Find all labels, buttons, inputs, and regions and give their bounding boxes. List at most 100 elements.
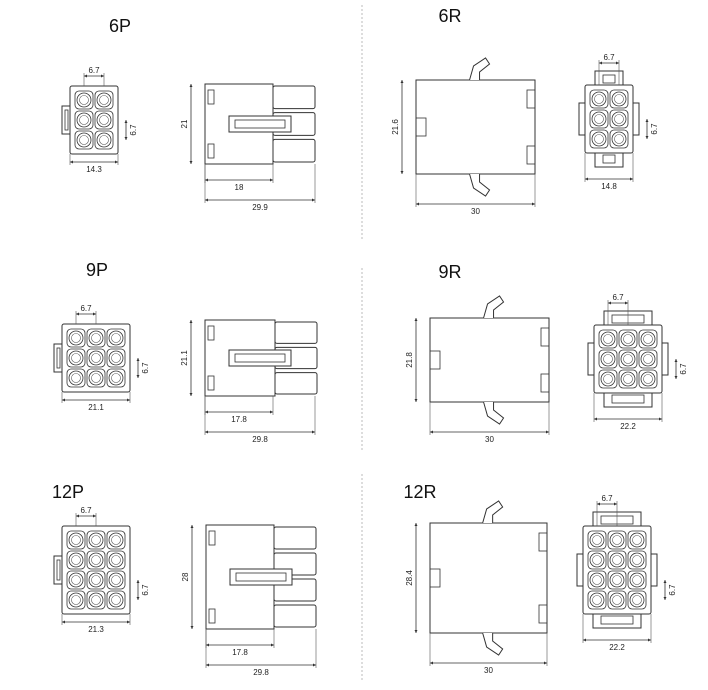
dimension-arrow [645, 136, 649, 139]
side-notch [207, 325, 215, 341]
cavity-frame [66, 550, 86, 570]
cavity-frame [638, 369, 658, 389]
dimension-arrow [312, 198, 315, 202]
cavity-frame [86, 348, 106, 368]
side-rib [661, 342, 669, 376]
cavity-circle [96, 112, 112, 128]
latch-window [602, 74, 616, 84]
cavity-circle [76, 112, 92, 128]
dimension-label: 29.8 [252, 435, 268, 444]
dimension-arrow [76, 514, 79, 518]
cavity-frame [106, 530, 126, 550]
cavity-frame [86, 590, 106, 610]
dimension-arrow [270, 410, 273, 414]
side-notch [207, 375, 215, 391]
cavity-inner [91, 595, 101, 605]
dimension-arrow [416, 202, 419, 206]
cavity-inner [91, 353, 101, 363]
dimension-label: 21.6 [391, 119, 400, 135]
clip-top [483, 295, 505, 319]
dimension-label: 6.7 [129, 124, 138, 136]
dimension-arrow [271, 643, 274, 647]
side-notch [540, 373, 550, 393]
side-rib [632, 102, 640, 136]
dimension-arrow [136, 375, 140, 378]
cavity-frame [106, 570, 126, 590]
panel-title-12p: 12P [52, 482, 84, 502]
cavity-inner [71, 575, 81, 585]
dimension-arrow [136, 580, 140, 583]
housing-outline [582, 525, 652, 615]
dimension-label: 22.2 [609, 643, 625, 652]
cavity-circle [600, 351, 616, 367]
latch-window [611, 394, 645, 404]
cavity-inner [91, 373, 101, 383]
dimension-arrow [546, 430, 549, 434]
cavity-frame [609, 109, 629, 129]
dimension-label: 21 [180, 119, 189, 128]
side-window [429, 568, 441, 588]
cavity-inner [111, 575, 121, 585]
dimension-label: 6.7 [612, 293, 624, 302]
cavity-circle [589, 532, 605, 548]
cavity-circle [620, 351, 636, 367]
cavity-circle [88, 592, 104, 608]
cavity-circle [591, 91, 607, 107]
cavity-frame [589, 129, 609, 149]
pin-sleeve [274, 372, 318, 395]
dimension-label: 14.3 [86, 165, 102, 174]
dimension-arrow [127, 620, 130, 624]
cavity-frame [627, 590, 647, 610]
dimension-label: 30 [471, 207, 480, 216]
latch-tab [61, 105, 71, 135]
latch-bottom [592, 613, 642, 629]
dimension-arrow [205, 430, 208, 434]
dimension-arrow [414, 399, 418, 402]
cavity-circle [68, 592, 84, 608]
cavity-circle [96, 92, 112, 108]
cavity-frame [106, 550, 126, 570]
dimension-arrow [583, 638, 586, 642]
cavity-circle [68, 330, 84, 346]
cavity-inner [71, 333, 81, 343]
cavity-frame [587, 530, 607, 550]
pin-sleeve [272, 138, 316, 163]
dimension-arrow [674, 376, 678, 379]
cavity-frame [106, 348, 126, 368]
cavity-inner [594, 114, 604, 124]
cavity-inner [614, 134, 624, 144]
cavity-circle [88, 532, 104, 548]
latch-arm-inner [234, 119, 286, 129]
cavity-circle [68, 370, 84, 386]
clip-bottom [469, 173, 491, 197]
dimension-arrow [115, 160, 118, 164]
dimension-label: 6.7 [88, 66, 100, 75]
latch-arm-inner [234, 353, 286, 363]
dimension-arrow [614, 502, 617, 506]
cavity-frame [598, 369, 618, 389]
dimension-label: 28.4 [405, 570, 414, 586]
cavity-frame [66, 590, 86, 610]
dimension-arrow [663, 580, 667, 583]
dimension-arrow [205, 410, 208, 414]
dimension-arrow [594, 417, 597, 421]
cavity-frame [74, 130, 94, 150]
cavity-inner [643, 354, 653, 364]
side-notch [540, 327, 550, 347]
dimension-label: 30 [485, 435, 494, 444]
cavity-inner [111, 595, 121, 605]
housing-outline [61, 525, 131, 615]
cavity-circle [629, 592, 645, 608]
cavity-inner [632, 535, 642, 545]
dimension-arrow [189, 84, 193, 87]
dimension-arrow [648, 638, 651, 642]
cavity-circle [609, 572, 625, 588]
side-window [415, 117, 427, 137]
cavity-circle [88, 572, 104, 588]
pin-sleeve [274, 321, 318, 344]
dimension-arrow [597, 502, 600, 506]
dimension-label: 29.9 [252, 203, 268, 212]
clip-top [482, 500, 504, 524]
cavity-inner [91, 555, 101, 565]
dimension-label: 18 [235, 183, 244, 192]
